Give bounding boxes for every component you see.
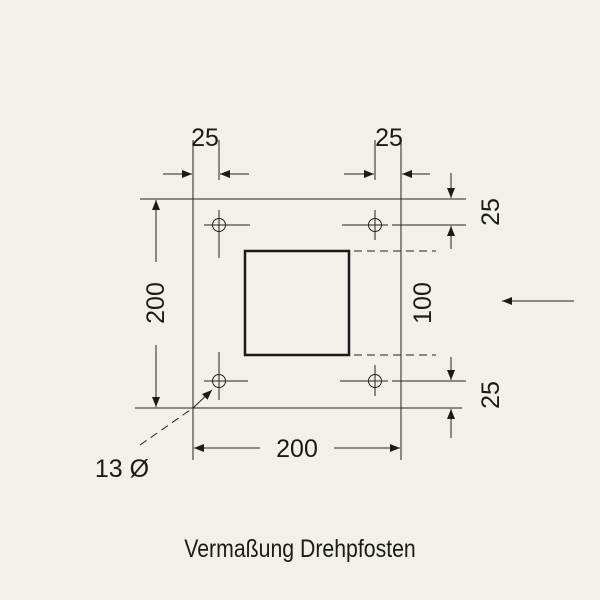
hole-top-left xyxy=(204,210,250,258)
dim-bottom-width: 200 xyxy=(276,435,318,463)
dim-right-bottom: 25 xyxy=(477,381,505,409)
caption: Vermaßung Drehpfosten xyxy=(184,535,416,563)
dim-inner-square: 100 xyxy=(409,282,437,324)
dim-right-top: 25 xyxy=(477,198,505,226)
hole-bottom-left xyxy=(204,352,248,400)
bolt-holes xyxy=(204,210,388,400)
dim-hole-diameter: 13 Ø xyxy=(95,455,149,483)
dim-top-left: 25 xyxy=(191,124,219,152)
plate-outline-lines xyxy=(135,140,466,460)
hole-bottom-right xyxy=(340,365,388,396)
hole-top-right xyxy=(342,210,388,240)
dim-left-height: 200 xyxy=(142,282,170,324)
dim-top-right: 25 xyxy=(375,124,403,152)
post-square xyxy=(243,249,351,357)
dimension-arrows xyxy=(139,170,574,452)
